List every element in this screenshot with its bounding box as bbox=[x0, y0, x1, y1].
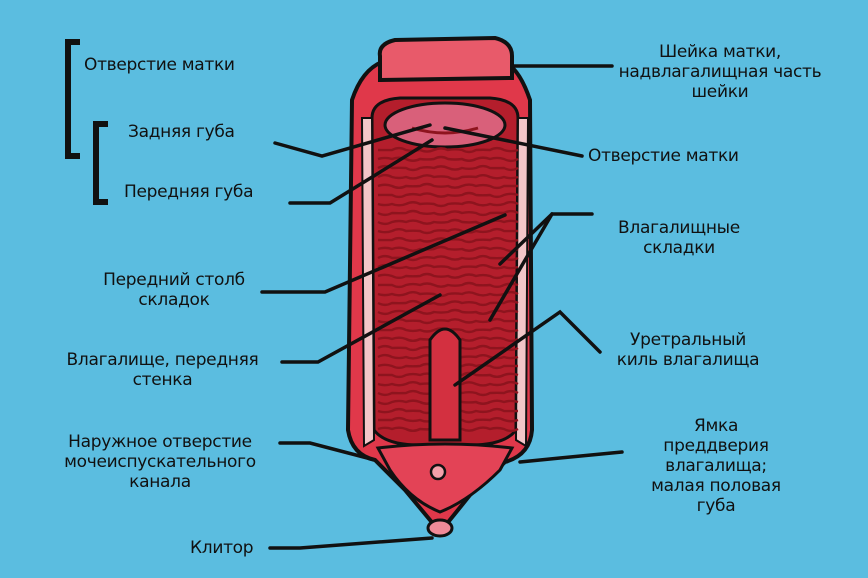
label-clitoris: Клитор bbox=[190, 538, 254, 558]
label-urethral-carina: Уретральный киль влагалища bbox=[616, 330, 760, 370]
fold-line bbox=[377, 281, 519, 289]
bracket-icon bbox=[65, 39, 80, 159]
label-anterior-wall: Влагалище, передняя стенка bbox=[66, 350, 259, 390]
fold-line bbox=[377, 299, 519, 307]
fold-line bbox=[377, 173, 519, 181]
vestibule bbox=[375, 442, 515, 514]
leader-folds-b bbox=[498, 212, 554, 266]
label-posterior-lip: Задняя губа bbox=[128, 122, 235, 142]
clitoris bbox=[426, 518, 454, 538]
label-cervix: Шейка матки, надвлагалищная часть шейки bbox=[618, 42, 822, 102]
fold-line bbox=[377, 263, 519, 271]
fold-line bbox=[377, 209, 519, 217]
label-uterine-opening-left: Отверстие матки bbox=[84, 55, 235, 75]
label-vestibule-fossa: Ямка преддверия влагалища; малая половая… bbox=[651, 416, 781, 516]
label-urethral-orifice: Наружное отверстие мочеиспускательного к… bbox=[64, 432, 256, 492]
leader-anterior-column bbox=[260, 213, 507, 294]
leader-carina bbox=[453, 309, 602, 387]
label-uterine-opening-right: Отверстие матки bbox=[588, 146, 739, 166]
fold-line bbox=[377, 182, 519, 190]
leader-os-right bbox=[443, 126, 584, 158]
urethral-carina bbox=[428, 327, 462, 442]
fold-line bbox=[377, 227, 519, 235]
fold-line bbox=[377, 164, 519, 172]
leader-clitoris bbox=[268, 536, 434, 550]
cervix-cap bbox=[377, 35, 514, 83]
fold-line bbox=[377, 290, 519, 298]
fold-line bbox=[377, 245, 519, 253]
bracket-inner-icon bbox=[93, 121, 108, 205]
label-vaginal-folds: Влагалищные складки bbox=[618, 218, 740, 258]
fold-line bbox=[377, 200, 519, 208]
fold-line bbox=[377, 272, 519, 280]
leader-posterior-lip bbox=[273, 123, 432, 158]
left-wall-edge bbox=[360, 117, 376, 448]
leader-vestibule bbox=[518, 450, 624, 464]
label-anterior-lip: Передняя губа bbox=[124, 182, 254, 202]
label-anterior-column: Передний столб складок bbox=[103, 270, 245, 310]
leader-anterior-wall bbox=[280, 293, 442, 364]
leader-urethral-orifice bbox=[278, 441, 377, 462]
right-wall-edge bbox=[514, 117, 530, 448]
urethral-orifice bbox=[429, 463, 447, 481]
cervical-os bbox=[383, 101, 507, 149]
leader-anterior-lip bbox=[288, 138, 434, 205]
fold-line bbox=[377, 317, 519, 325]
fold-line bbox=[377, 191, 519, 199]
fold-line bbox=[377, 146, 519, 154]
